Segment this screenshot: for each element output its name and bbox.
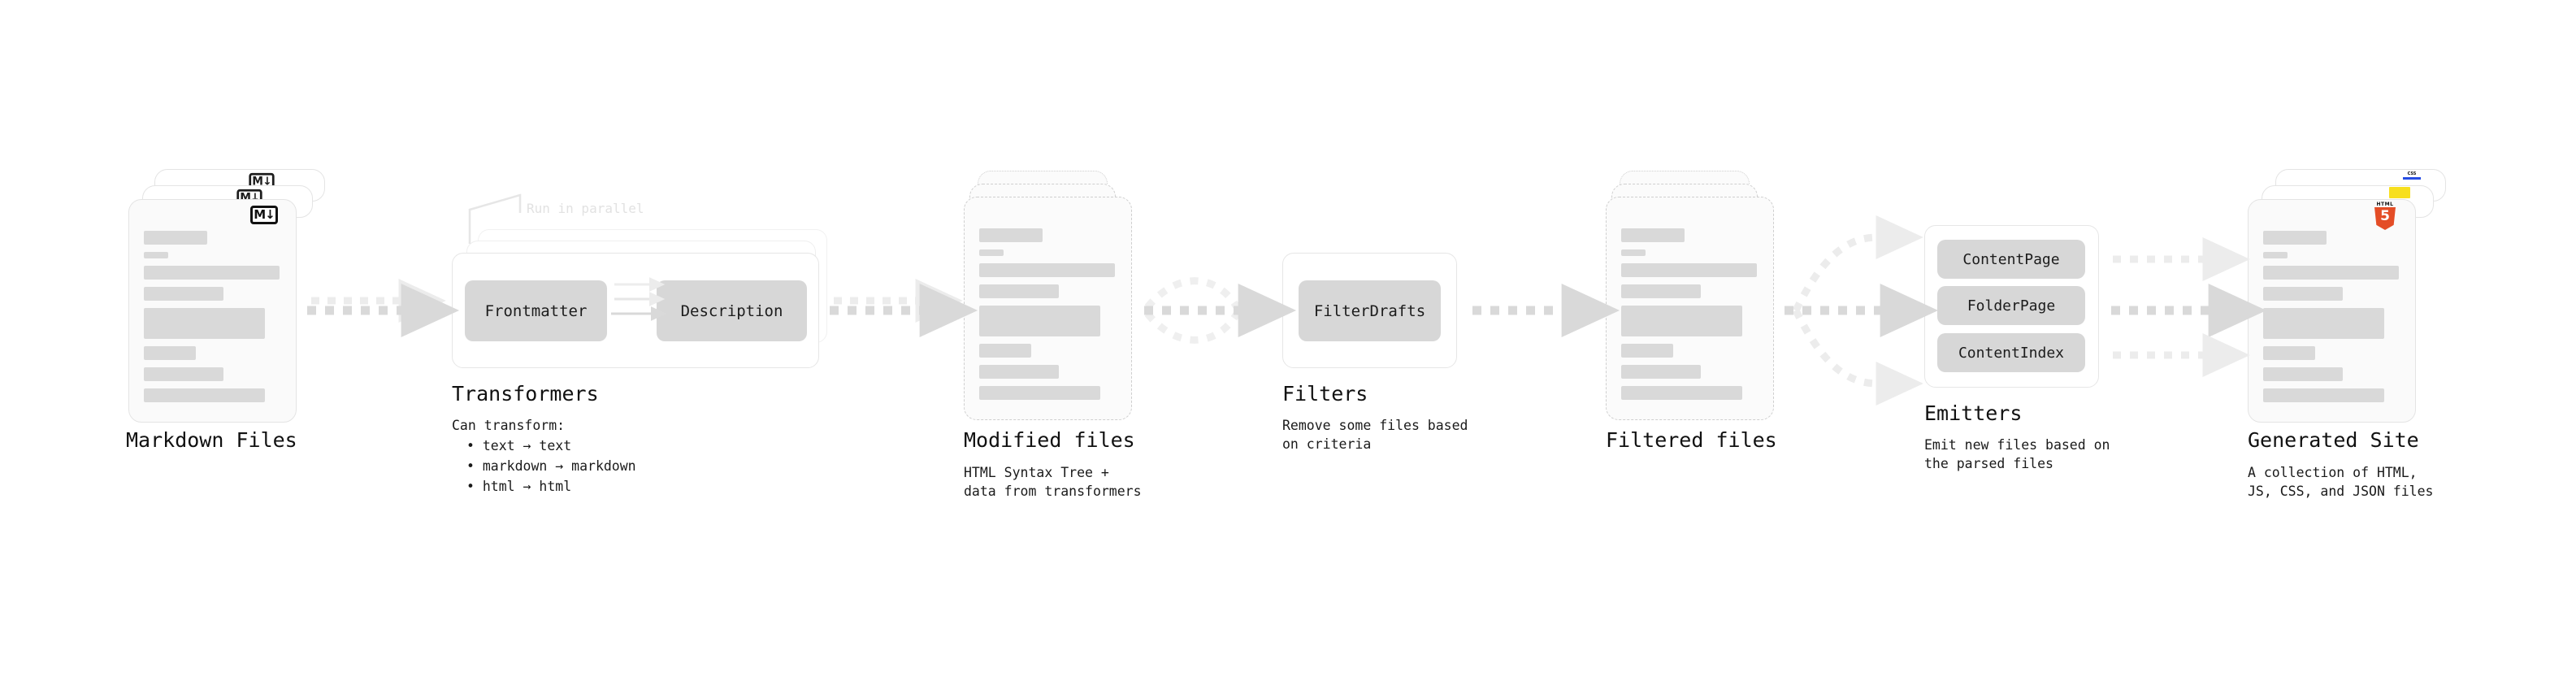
css-badge-icon: CSS (2403, 172, 2421, 181)
skeleton-bars (2263, 231, 2400, 410)
emitters-description: Emit new files based on the parsed files (1924, 437, 2110, 471)
modified-file-card-front[interactable] (964, 197, 1132, 420)
transformers-bullet-0: • text → text (466, 438, 572, 453)
connector-modified-to-filters (1144, 277, 1297, 344)
skeleton-bars (979, 228, 1117, 407)
transformer-chip-frontmatter[interactable]: Frontmatter (465, 280, 607, 341)
html5-shield-shape: 5 (2374, 207, 2396, 230)
filters-description: Remove some files based on criteria (1282, 418, 1468, 452)
modified-files-description: HTML Syntax Tree + data from transformer… (964, 465, 1142, 499)
emitter-chip-contentpage[interactable]: ContentPage (1937, 240, 2085, 279)
connector-filtered-to-emitters-fanout (1785, 215, 1939, 406)
skeleton-bars (144, 231, 281, 410)
generated-site-description: A collection of HTML, JS, CSS, and JSON … (2248, 465, 2434, 499)
stage-heading-generated-site: Generated Site (2248, 428, 2419, 452)
stage-heading-filtered-files: Filtered files (1606, 428, 1777, 452)
js-badge-icon (2389, 187, 2410, 198)
filter-chip-filterdrafts[interactable]: FilterDrafts (1299, 280, 1441, 341)
generated-site-card-front[interactable] (2248, 199, 2416, 423)
css-badge-label: CSS (2407, 171, 2417, 176)
stage-heading-modified-files: Modified files (964, 428, 1135, 452)
connector-transformers-to-modified (830, 279, 978, 337)
run-in-parallel-label: Run in parallel (527, 201, 644, 216)
transformer-chip-description[interactable]: Description (657, 280, 807, 341)
emitter-chip-contentindex[interactable]: ContentIndex (1937, 333, 2085, 372)
filtered-file-card-front[interactable] (1606, 197, 1774, 420)
emitter-chip-folderpage[interactable]: FolderPage (1937, 286, 2085, 325)
connector-markdown-to-transformers (307, 279, 460, 337)
css-badge-rule (2403, 177, 2421, 180)
stage-heading-filters: Filters (1282, 382, 1368, 406)
skeleton-bars (1621, 228, 1759, 407)
markdown-logo-icon: M↓ (250, 206, 278, 224)
html5-logo-icon: HTML 5 (2373, 202, 2397, 231)
stage-heading-transformers: Transformers (452, 382, 599, 406)
transformers-bullet-1: • markdown → markdown (466, 458, 636, 474)
transformers-description: Can transform: (452, 418, 566, 433)
transformers-bullet-2: • html → html (466, 479, 572, 494)
stage-heading-markdown-files: Markdown Files (126, 428, 297, 452)
stage-heading-emitters: Emitters (1924, 401, 2023, 425)
markdown-file-card-front[interactable] (128, 199, 297, 423)
connector-emitters-to-site (2111, 237, 2267, 377)
html5-logo-word: HTML (2376, 202, 2394, 207)
